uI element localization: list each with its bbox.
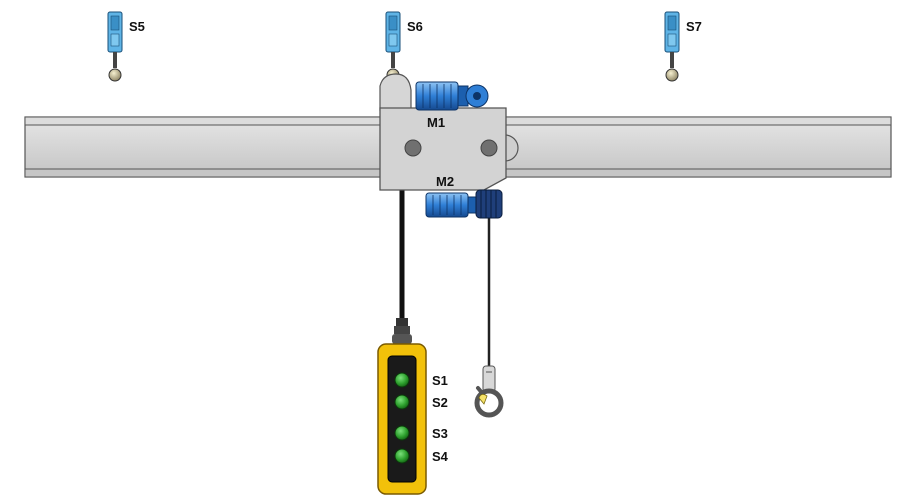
label-s2: S2 bbox=[432, 395, 448, 410]
label-s7: S7 bbox=[686, 19, 702, 34]
label-s4: S4 bbox=[432, 449, 449, 464]
label-s3: S3 bbox=[432, 426, 448, 441]
label-s5: S5 bbox=[129, 19, 145, 34]
label-m2: M2 bbox=[436, 174, 454, 189]
limit-switch-s7[interactable] bbox=[664, 11, 680, 82]
pendant-button-s3[interactable] bbox=[394, 425, 410, 441]
pendant-control bbox=[377, 318, 427, 495]
pendant-button-s4[interactable] bbox=[394, 448, 410, 464]
trolley bbox=[379, 73, 519, 191]
limit-switch-s6[interactable] bbox=[385, 11, 401, 82]
hook bbox=[474, 365, 504, 418]
limit-switch-s5[interactable] bbox=[107, 11, 123, 82]
pendant-button-s2[interactable] bbox=[394, 394, 410, 410]
motor-m2[interactable] bbox=[425, 192, 477, 218]
motor-m1[interactable] bbox=[415, 81, 489, 111]
label-s1: S1 bbox=[432, 373, 448, 388]
cable-drum bbox=[475, 189, 503, 219]
pendant-button-s1[interactable] bbox=[394, 372, 410, 388]
label-m1: M1 bbox=[427, 115, 445, 130]
label-s6: S6 bbox=[407, 19, 423, 34]
